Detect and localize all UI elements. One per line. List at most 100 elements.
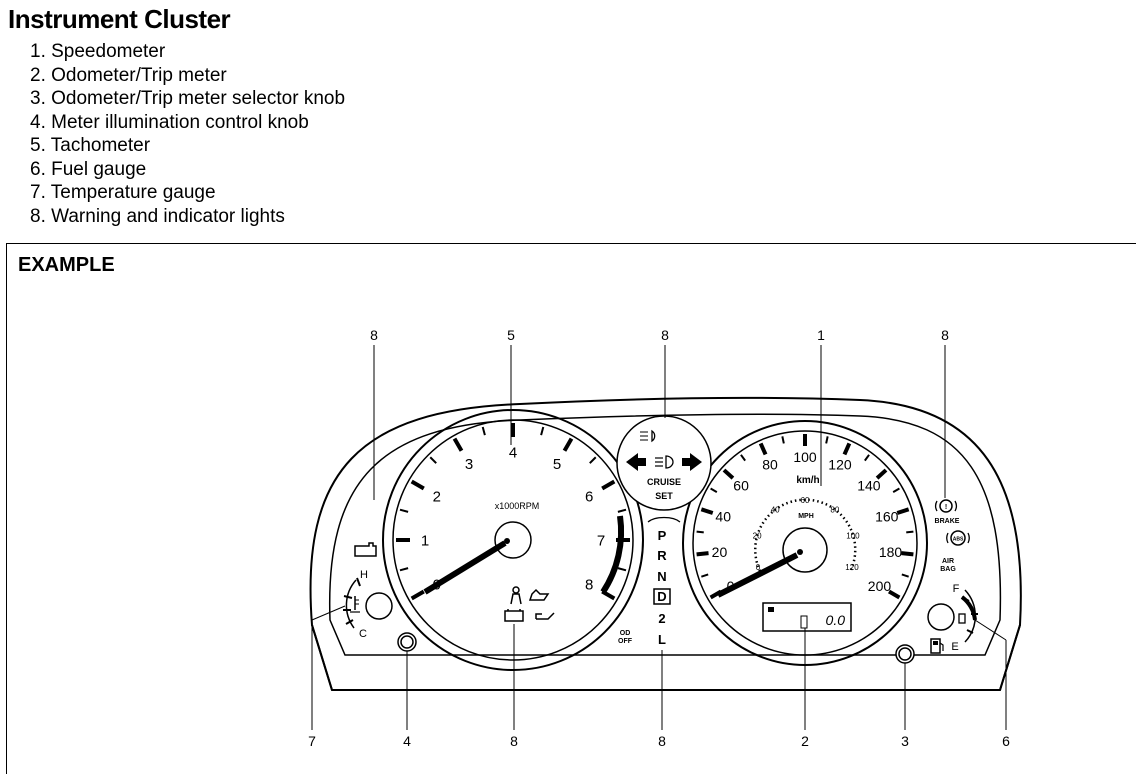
kmh-number: 40 — [715, 508, 731, 524]
callout-leaders — [311, 345, 1007, 730]
list-item: 4. Meter illumination control knob — [30, 111, 309, 133]
fuel-empty-label: E — [951, 641, 958, 653]
fuel-full-label: F — [953, 583, 960, 595]
kmh-tick — [864, 454, 870, 462]
coolant-temp-icon — [350, 596, 360, 613]
mph-number: 20 — [753, 531, 762, 540]
mph-unit: MPH — [798, 513, 814, 520]
tach-needle — [423, 540, 507, 595]
tach-tick — [601, 479, 616, 491]
callout-top-4: 1 — [817, 327, 825, 343]
off-label: OFF — [618, 638, 633, 645]
indicator-bubble: CRUISE SET — [616, 415, 712, 511]
tach-tick — [429, 456, 437, 464]
kmh-tick — [781, 436, 785, 444]
kmh-tick — [701, 573, 709, 578]
tach-tick — [617, 567, 627, 572]
mph-number: 0 — [756, 563, 761, 572]
tach-number: 3 — [465, 456, 473, 473]
turn-left-arrow-icon — [626, 453, 646, 471]
kmh-tick — [709, 589, 722, 600]
kmh-tick — [875, 468, 888, 480]
oil-pressure-icon — [528, 588, 550, 601]
odometer-display: 0.0 — [762, 602, 852, 632]
cruise-label: CRUISE — [647, 477, 681, 487]
kmh-number: 20 — [712, 544, 728, 560]
turn-right-arrow-icon — [682, 453, 702, 471]
kmh-tick — [892, 487, 900, 493]
kmh-tick — [825, 436, 829, 444]
page-title: Instrument Cluster — [8, 4, 231, 34]
list-item: 8. Warning and indicator lights — [30, 205, 285, 227]
kmh-number: 140 — [857, 477, 881, 493]
airbag-label-1: AIR — [942, 558, 954, 565]
fuel-gauge: F E — [927, 583, 978, 654]
kmh-tick — [696, 551, 709, 557]
kmh-tick — [901, 573, 909, 578]
tach-number: 6 — [585, 488, 593, 505]
gear-d: D — [657, 589, 666, 604]
kmh-tick — [888, 589, 901, 600]
callout-bottom-2: 4 — [403, 733, 411, 749]
list-item: 7. Temperature gauge — [30, 182, 216, 203]
kmh-tick — [696, 530, 704, 534]
fog-light-icon — [640, 429, 656, 443]
kmh-tick — [722, 468, 735, 480]
callout-bottom-1: 7 — [308, 733, 316, 749]
mph-number: 100 — [846, 531, 860, 540]
gear-n: N — [657, 569, 666, 584]
mph-number: 120 — [845, 563, 859, 572]
list-item: 5. Tachometer — [30, 135, 151, 156]
tach-hub — [494, 521, 532, 559]
kmh-unit: km/h — [796, 475, 819, 486]
svg-text:!: ! — [945, 504, 947, 511]
gear-p: P — [658, 528, 667, 543]
kmh-tick — [901, 551, 914, 557]
trip-selector-knob — [895, 644, 915, 664]
tach-redzone — [600, 515, 625, 594]
kmh-number: 200 — [868, 578, 892, 594]
cluster-housing — [309, 396, 1022, 691]
od-label: OD — [620, 630, 631, 637]
kmh-tick — [896, 507, 910, 515]
abs-label: ABS — [953, 537, 964, 543]
callout-bottom-5: 2 — [801, 733, 809, 749]
callout-top-2: 5 — [507, 327, 515, 343]
gear-indicator: P R N D 2 L OD OFF — [618, 516, 681, 647]
tach-tick — [540, 426, 545, 436]
tach-tick — [410, 479, 425, 491]
mph-number: 80 — [830, 506, 839, 515]
battery-icon — [504, 609, 524, 622]
callout-bottom-7: 6 — [1002, 733, 1010, 749]
tach-tick — [601, 589, 616, 601]
engine-oil-icon — [535, 612, 555, 620]
temp-cold-label: C — [359, 628, 367, 640]
tach-tick — [481, 426, 486, 436]
callout-top-1: 8 — [370, 327, 378, 343]
speedo-needle — [716, 552, 799, 598]
list-item: 6. Fuel gauge — [30, 158, 147, 180]
high-beam-icon — [655, 455, 674, 469]
tach-tick — [410, 589, 425, 601]
list-item: 3. Odometer/Trip meter selector knob — [30, 88, 346, 109]
kmh-number: 60 — [733, 477, 749, 493]
kmh-tick — [758, 442, 768, 456]
seatbelt-icon — [510, 586, 522, 605]
kmh-tick — [906, 530, 914, 534]
temp-hot-label: H — [360, 569, 368, 581]
airbag-label-2: BAG — [940, 566, 956, 573]
kmh-number: 120 — [828, 456, 852, 472]
tach-number: 4 — [509, 444, 517, 461]
tach-tick — [589, 456, 597, 464]
illumination-knob — [397, 632, 417, 652]
abs-icon: ABS — [946, 530, 970, 546]
callout-bottom-4: 8 — [658, 733, 666, 749]
callout-top-3: 8 — [661, 327, 669, 343]
kmh-number: 80 — [762, 456, 778, 472]
tach-number: 0 — [433, 576, 441, 593]
brake-warning-icon: ! — [935, 499, 957, 513]
tach-tick — [399, 508, 409, 513]
example-label: EXAMPLE — [18, 254, 115, 276]
